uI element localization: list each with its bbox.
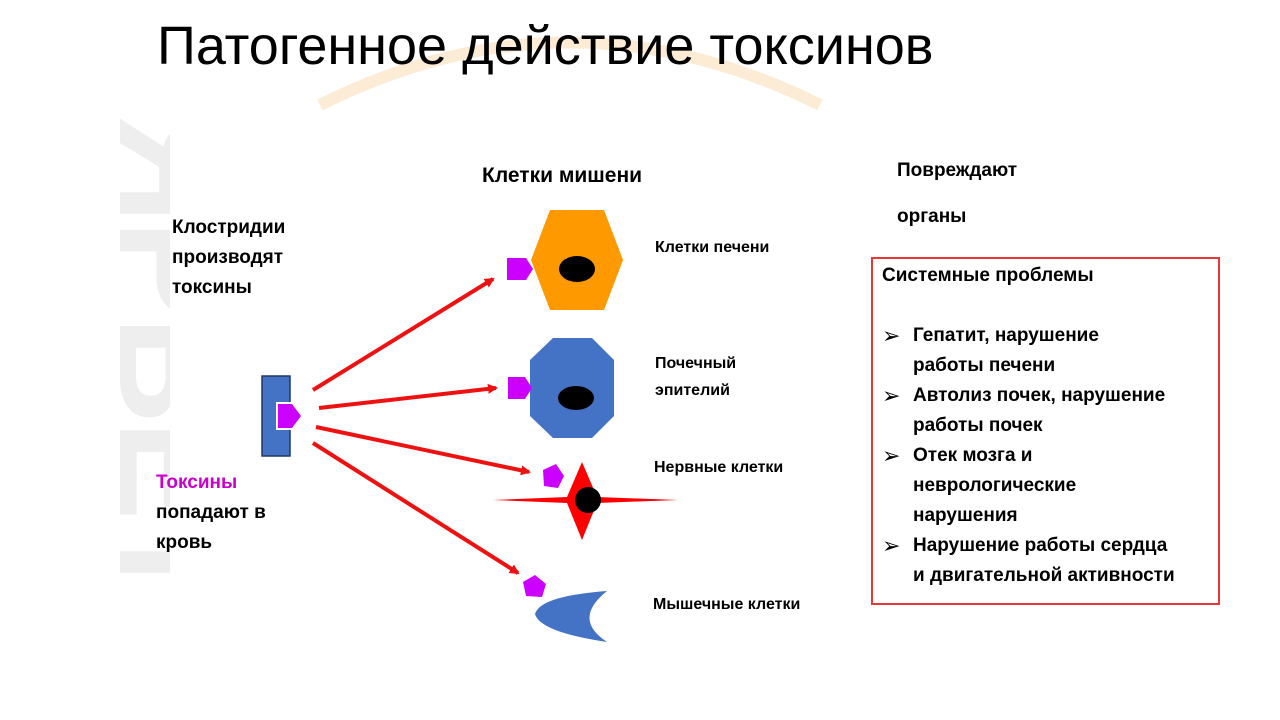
arrow-to-liver [311, 277, 495, 392]
watermark-text: ЯРВЕТ [88, 116, 170, 607]
liver-cell-nucleus [559, 256, 595, 282]
target-cells-heading: Клетки мишени [482, 164, 643, 187]
page-title: Патогенное действие токсинов [157, 16, 934, 76]
arrow-bullet-icon: ➢ [882, 533, 901, 558]
list-item: ➢ Нарушение работы сердца и двигательной… [882, 533, 1175, 587]
watermark: ЯРВЕТ [88, 116, 170, 607]
toxin-kidney [508, 377, 532, 399]
toxin-nerve [543, 464, 564, 488]
arrow-bullet-icon: ➢ [882, 323, 901, 348]
toxin-on-bacterium [278, 404, 301, 428]
background-arc [317, 36, 823, 111]
toxins-label: Токсины попадают в кровь [156, 472, 266, 553]
arrow-to-nerve [315, 425, 531, 476]
arrow-bullet-icon: ➢ [882, 443, 901, 468]
cell-label-liver: Клетки печени [655, 239, 770, 256]
toxin-muscle [523, 575, 546, 597]
list-item: ➢ Гепатит, нарушение работы печени [882, 323, 1099, 377]
kidney-cell-nucleus [558, 386, 594, 410]
list-item: ➢ Автолиз почек, нарушение работы почек [882, 383, 1166, 437]
arrow-to-muscle [311, 441, 520, 575]
cell-label-kidney: Почечный эпителий [655, 355, 737, 399]
systemic-problems-title: Системные проблемы [882, 265, 1094, 286]
systemic-problems-list: ➢ Гепатит, нарушение работы печени ➢ Авт… [879, 321, 1215, 591]
arrow-to-kidney [318, 383, 498, 410]
list-item: ➢ Отек мозга и неврологические нарушения [882, 443, 1077, 527]
muscle-cell [535, 591, 607, 642]
cell-label-nerve: Нервные клетки [654, 459, 784, 476]
toxin-liver [507, 258, 533, 280]
arrow-bullet-icon: ➢ [882, 383, 901, 408]
cell-label-muscle: Мышечные клетки [653, 596, 801, 613]
clostridia-label: Клостридии производят токсины [172, 217, 286, 298]
damage-label: Повреждают органы [897, 160, 1018, 227]
systemic-problems-box: Системные проблемы ➢ Гепатит, нарушение … [871, 257, 1220, 605]
nerve-cell-nucleus [575, 487, 601, 513]
